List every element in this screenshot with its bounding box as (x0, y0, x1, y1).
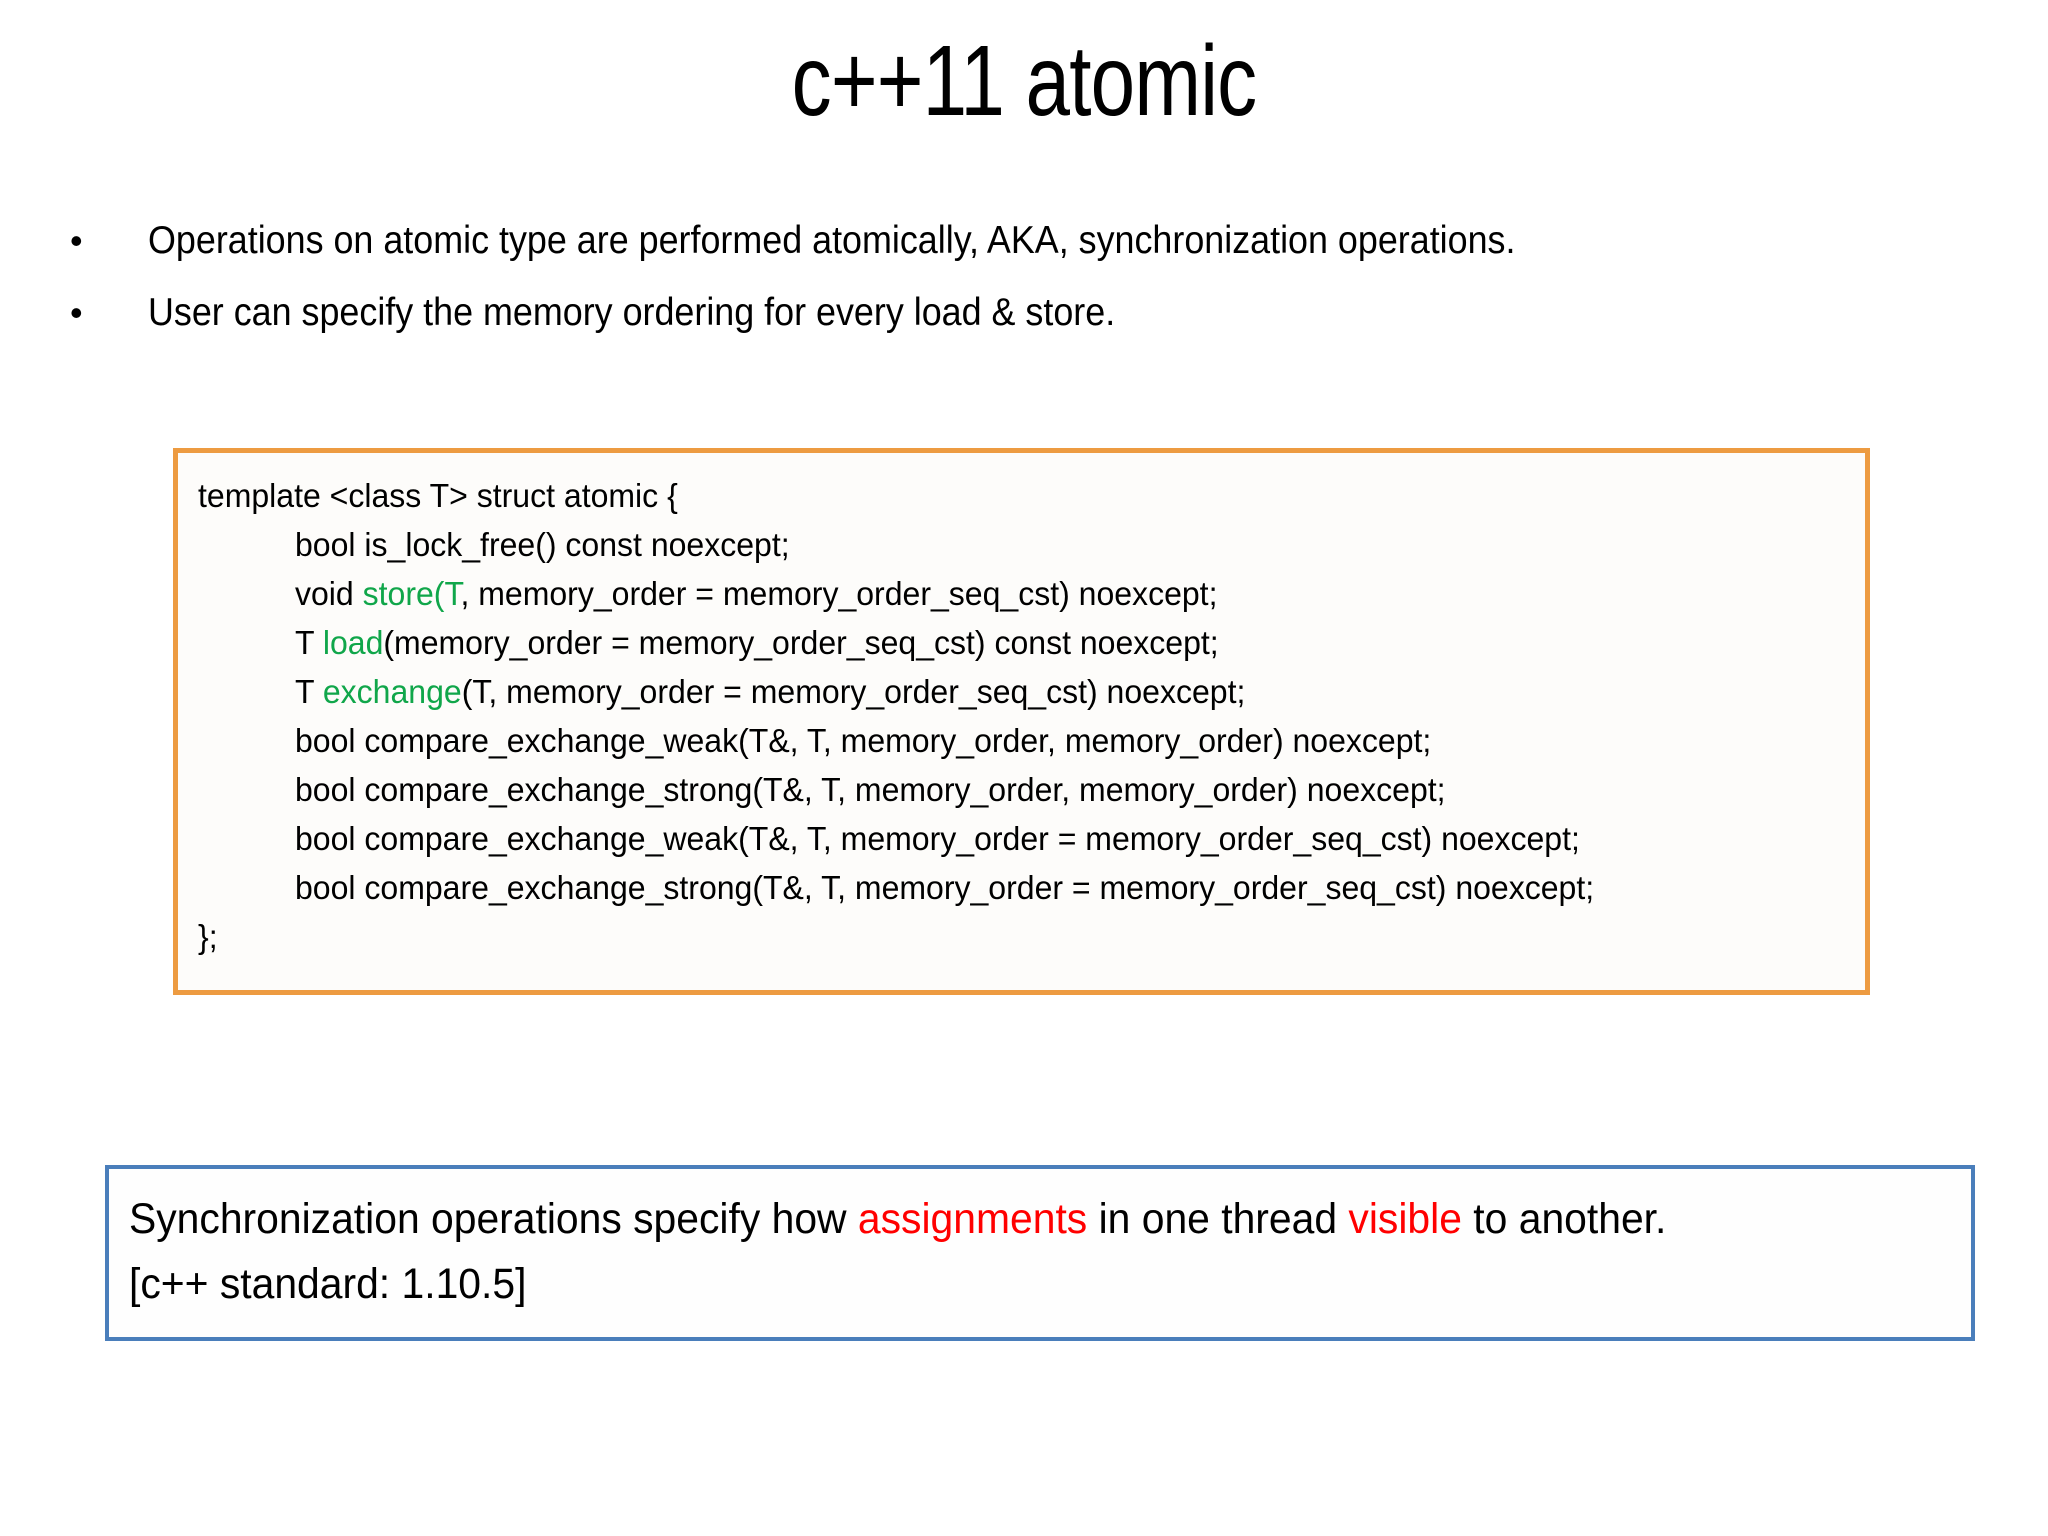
code-line-segment: bool compare_exchange_strong(T&, T, memo… (295, 869, 1595, 906)
code-line-segment: bool compare_exchange_strong(T&, T, memo… (295, 771, 1446, 808)
bullet-text: User can specify the memory ordering for… (148, 291, 1116, 334)
callout-box: Synchronization operations specify how a… (105, 1165, 1975, 1341)
code-line: void store(T, memory_order = memory_orde… (198, 569, 1815, 618)
code-line: bool is_lock_free() const noexcept; (198, 520, 1815, 569)
code-line-segment: , memory_order = memory_order_seq_cst) n… (460, 575, 1218, 612)
code-snippet-box: template <class T> struct atomic { bool i… (173, 448, 1870, 995)
code-line-segment: load (322, 624, 384, 661)
code-line-segment: store(T (362, 575, 461, 612)
callout-line-segment: [c++ standard: 1.10.5] (129, 1260, 527, 1308)
code-line-segment: T (295, 624, 323, 661)
bullet-point-icon: • (70, 292, 83, 333)
code-line: }; (198, 912, 1815, 961)
code-line-segment: (T, memory_order = memory_order_seq_cst)… (461, 673, 1246, 710)
callout-line-segment: in one thread (1087, 1195, 1349, 1243)
code-line-segment: template <class T> struct atomic { (198, 477, 678, 514)
code-line-segment: (memory_order = memory_order_seq_cst) co… (383, 624, 1219, 661)
bullet-point-icon: • (70, 220, 83, 261)
list-item: • Operations on atomic type are performe… (60, 216, 1960, 268)
code-line-segment: exchange (322, 673, 462, 710)
code-line: T exchange(T, memory_order = memory_orde… (198, 667, 1815, 716)
code-line-segment: bool is_lock_free() const noexcept; (295, 526, 790, 563)
code-line: bool compare_exchange_strong(T&, T, memo… (198, 765, 1815, 814)
code-line-segment: bool compare_exchange_weak(T&, T, memory… (295, 722, 1432, 759)
callout-line: Synchronization operations specify how a… (129, 1187, 1879, 1252)
code-line-segment: void (295, 575, 363, 612)
code-line: bool compare_exchange_weak(T&, T, memory… (198, 814, 1815, 863)
list-item: • User can specify the memory ordering f… (60, 288, 1960, 340)
callout-line-segment: visible (1348, 1195, 1462, 1243)
code-line-segment: T (295, 673, 323, 710)
code-line: template <class T> struct atomic { (198, 471, 1815, 520)
page-title: c++11 atomic (791, 25, 1258, 137)
code-line: bool compare_exchange_weak(T&, T, memory… (198, 716, 1815, 765)
code-line: T load(memory_order = memory_order_seq_c… (198, 618, 1815, 667)
callout-line-segment: assignments (857, 1195, 1088, 1243)
code-line-segment: bool compare_exchange_weak(T&, T, memory… (295, 820, 1580, 857)
bullet-list: • Operations on atomic type are performe… (60, 216, 1960, 360)
callout-line: [c++ standard: 1.10.5] (129, 1252, 1879, 1317)
callout-line-segment: Synchronization operations specify how (129, 1195, 858, 1243)
bullet-text: Operations on atomic type are performed … (148, 219, 1516, 262)
callout-line-segment: to another. (1461, 1195, 1667, 1243)
code-line-segment: }; (198, 918, 218, 955)
code-line: bool compare_exchange_strong(T&, T, memo… (198, 863, 1815, 912)
